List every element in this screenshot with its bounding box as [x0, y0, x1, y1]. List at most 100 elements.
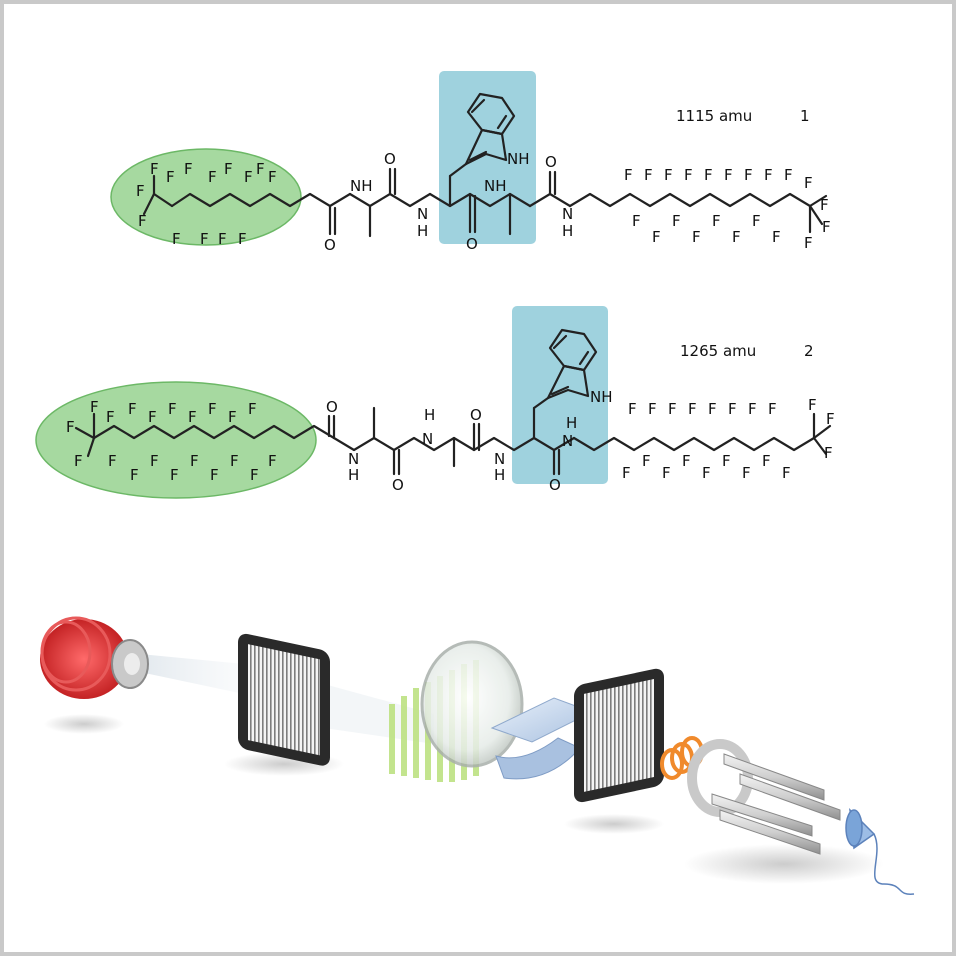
fluorine: F: [632, 212, 641, 230]
fluorine: F: [744, 166, 753, 184]
grating-1: [238, 633, 330, 766]
fluorine: F: [230, 452, 239, 470]
fluorine: F: [784, 166, 793, 184]
fluorine: F: [722, 452, 731, 470]
fluorine: F: [808, 396, 817, 414]
fluorine: F: [90, 398, 99, 416]
atom-h: H: [424, 406, 435, 424]
molecule-2-right-fluorines: F F F F F F F F F F F F F F F F F F F F: [622, 396, 835, 482]
fluorous-tag-highlight: [110, 148, 302, 246]
fluorous-tag-highlight: [35, 381, 317, 499]
fluorine: F: [628, 400, 637, 418]
fluorine: F: [130, 466, 139, 484]
molecule-2-mass: 1265 amu: [680, 342, 756, 360]
detector-cone: [845, 807, 915, 895]
fluorine: F: [712, 212, 721, 230]
fluorine: F: [224, 160, 233, 178]
atom-h: H: [417, 222, 428, 240]
atom-h: H: [494, 466, 505, 484]
fluorine: F: [664, 166, 673, 184]
molecule-2-atom-labels: O N H O H N O N H NH O H N: [326, 388, 613, 494]
molecule-1: NH O O N H O NH NH O N H F F F F F F F F…: [110, 71, 831, 254]
atom-h: H: [562, 222, 573, 240]
fluorine: F: [208, 400, 217, 418]
fluorine: F: [256, 160, 265, 178]
fluorine: F: [150, 160, 159, 178]
fluorine: F: [210, 466, 219, 484]
fluorine: F: [804, 234, 813, 252]
fluorine: F: [688, 400, 697, 418]
fluorine: F: [704, 166, 713, 184]
fluorine: F: [642, 452, 651, 470]
quadrupole-rods: [711, 753, 841, 855]
atom-o: O: [324, 236, 336, 254]
atom-nh: NH: [590, 388, 613, 406]
light-beam: [140, 654, 244, 694]
fluorine: F: [148, 408, 157, 426]
fluorine: F: [708, 400, 717, 418]
fluorine: F: [166, 168, 175, 186]
lens: [420, 640, 524, 768]
fluorine: F: [662, 464, 671, 482]
fluorine: F: [762, 452, 771, 470]
atom-h: H: [566, 414, 577, 432]
molecule-1-mass: 1115 amu: [676, 107, 752, 125]
fluorine: F: [782, 464, 791, 482]
interferometer-apparatus: [40, 616, 915, 895]
fluorine: F: [644, 166, 653, 184]
fluorine: F: [822, 218, 831, 236]
molecule-1-right-fluorines: F F F F F F F F F F F F F F F F F F F F …: [624, 166, 831, 252]
fluorine: F: [826, 410, 835, 428]
laser-source: [40, 616, 149, 699]
atom-n: N: [422, 430, 433, 448]
fluorine: F: [752, 212, 761, 230]
fluorine: F: [170, 466, 179, 484]
fluorine: F: [768, 400, 777, 418]
grating-2: [574, 668, 664, 803]
fluorine: F: [748, 400, 757, 418]
fluorine: F: [672, 212, 681, 230]
fluorine: F: [150, 452, 159, 470]
fluorine: F: [692, 228, 701, 246]
fluorine: F: [108, 452, 117, 470]
fluorine: F: [724, 166, 733, 184]
fluorine: F: [138, 212, 147, 230]
fluorine: F: [74, 452, 83, 470]
fluorine: F: [652, 228, 661, 246]
atom-nh: NH: [484, 177, 507, 195]
molecule-2-number: 2: [804, 342, 814, 360]
fluorine: F: [106, 408, 115, 426]
atom-n: N: [494, 450, 505, 468]
fluorine: F: [804, 174, 813, 192]
fluorine: F: [820, 196, 829, 214]
atom-o: O: [549, 476, 561, 494]
molecule-1-number: 1: [800, 107, 810, 125]
fluorine: F: [728, 400, 737, 418]
figure-canvas: NH O O N H O NH NH O N H F F F F F F F F…: [35, 71, 915, 895]
fluorine: F: [200, 230, 209, 248]
atom-n: N: [348, 450, 359, 468]
fluorine: F: [268, 168, 277, 186]
molecule-1-atom-labels: NH O O N H O NH NH O N H: [324, 150, 573, 254]
fluorine: F: [168, 400, 177, 418]
atom-n: N: [562, 205, 573, 223]
fluorine: F: [742, 464, 751, 482]
fluorine: F: [772, 228, 781, 246]
atom-o: O: [545, 153, 557, 171]
fluorine: F: [128, 400, 137, 418]
fluorine: F: [66, 418, 75, 436]
fluorine: F: [732, 228, 741, 246]
fluorine: F: [622, 464, 631, 482]
fluorine: F: [250, 466, 259, 484]
atom-o: O: [326, 398, 338, 416]
atom-nh: NH: [507, 150, 530, 168]
atom-n: N: [417, 205, 428, 223]
fluorine: F: [268, 452, 277, 470]
fluorine: F: [238, 230, 247, 248]
molecule-1-left-fluorines: F F F F F F F F F F F F F F: [136, 160, 277, 248]
fluorine: F: [136, 182, 145, 200]
molecule-2: O N H O H N O N H NH O H N F F F F F F F…: [35, 306, 835, 499]
fluorine: F: [188, 408, 197, 426]
fluorine: F: [244, 168, 253, 186]
